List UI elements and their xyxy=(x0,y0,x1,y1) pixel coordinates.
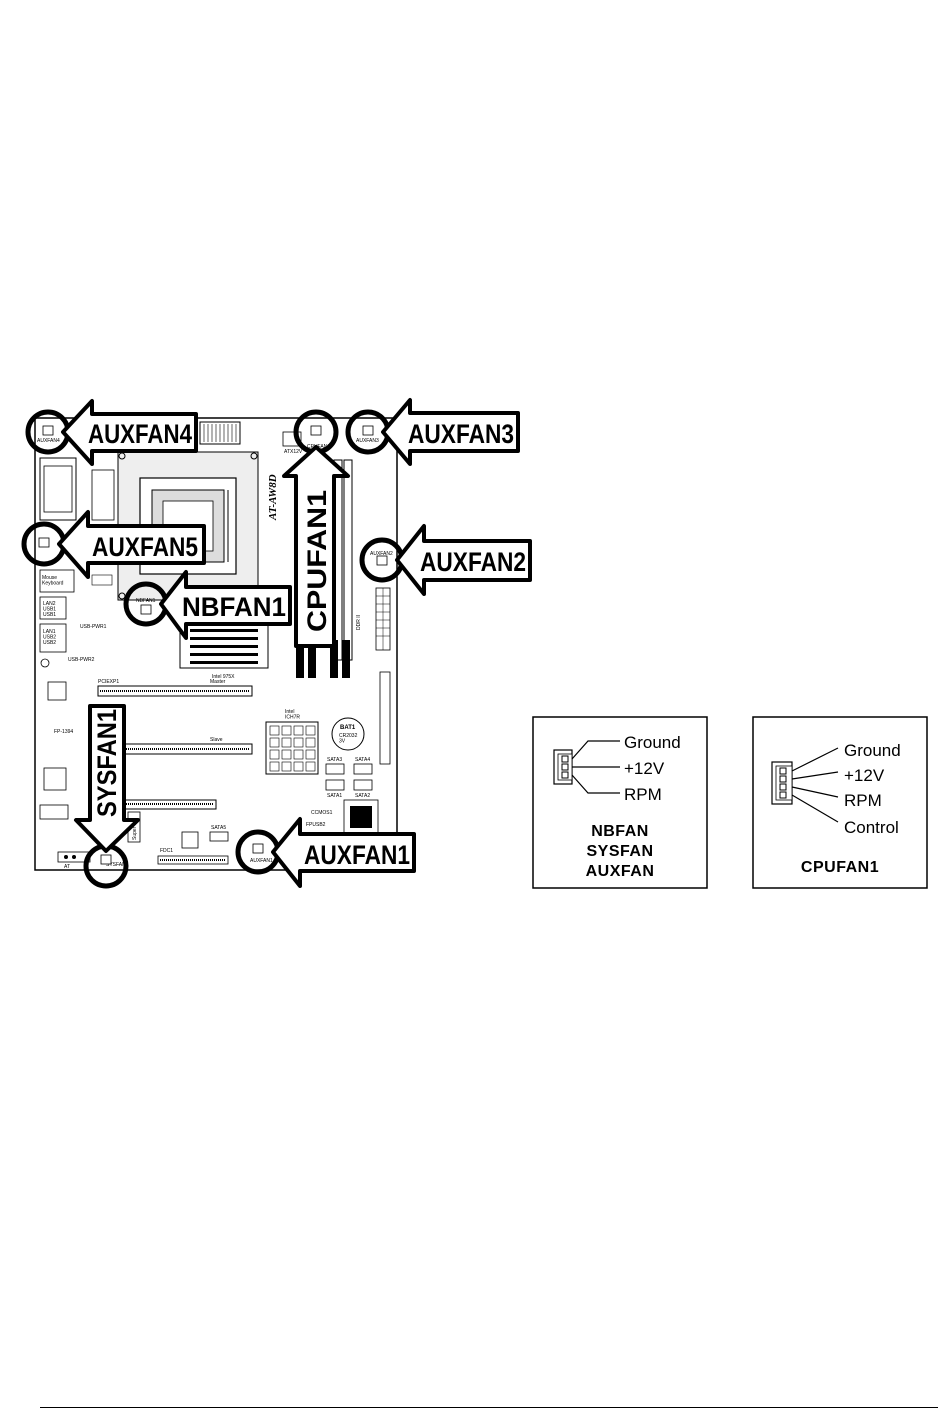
callout-auxfan3: AUXFAN3 xyxy=(381,398,520,466)
label-ddr: DDR II xyxy=(356,615,362,630)
pin-label-ground-1: Ground xyxy=(624,733,681,752)
pin-label-rpm-1: RPM xyxy=(624,785,662,804)
label-bat1: BAT1 xyxy=(340,725,356,731)
label-sata3: SATA3 xyxy=(327,757,342,763)
legend-title-auxfan: AUXFAN xyxy=(586,863,655,880)
callout-auxfan5: AUXFAN5 xyxy=(57,510,206,579)
svg-text:AUXFAN5: AUXFAN5 xyxy=(92,532,198,562)
label-fpusb2: FPUSB2 xyxy=(306,822,326,828)
label-pciexp1: PCIEXP1 xyxy=(98,679,119,685)
dimm-slots xyxy=(296,459,353,678)
callout-nbfan1: NBFAN1 xyxy=(159,570,292,640)
legend-3pin: Ground +12V RPM NBFAN SYSFAN AUXFAN xyxy=(532,716,708,889)
footer-rule xyxy=(40,1407,938,1408)
svg-text:NBFAN1: NBFAN1 xyxy=(182,592,286,622)
svg-text:AUXFAN4: AUXFAN4 xyxy=(88,419,192,449)
svg-text:AUXFAN3: AUXFAN3 xyxy=(408,419,514,449)
label-sata1: SATA1 xyxy=(327,793,342,799)
callout-auxfan4: AUXFAN4 xyxy=(61,399,198,466)
label-sata4: SATA4 xyxy=(355,757,370,763)
label-super-io: Super I/O xyxy=(132,818,138,840)
label-board-auxfan1: AUXFAN1 xyxy=(250,858,273,864)
pin-label-12v-1: +12V xyxy=(624,759,665,778)
label-at: AT xyxy=(64,864,70,870)
svg-text:SYSFAN1: SYSFAN1 xyxy=(92,709,122,817)
label-intel-975x: Intel 975X xyxy=(212,674,235,680)
label-usb-pwr2: USB-PWR2 xyxy=(68,657,95,663)
legend-title-nbfan: NBFAN xyxy=(591,823,649,840)
svg-text:AUXFAN1: AUXFAN1 xyxy=(304,840,410,870)
callout-auxfan2: AUXFAN2 xyxy=(395,524,532,596)
svg-text:CPUFAN1: CPUFAN1 xyxy=(302,490,332,632)
label-fdc1: FDC1 xyxy=(160,848,173,854)
label-usb-pwr1: USB-PWR1 xyxy=(80,624,107,630)
callout-auxfan1: AUXFAN1 xyxy=(271,817,416,888)
label-fp1394: FP-1394 xyxy=(54,729,73,735)
pin-label-ground-2: Ground xyxy=(844,741,901,760)
legend-title-cpufan1: CPUFAN1 xyxy=(801,859,879,876)
label-sata2: SATA2 xyxy=(355,793,370,799)
label-board-model: AT-AW8D xyxy=(267,474,279,521)
label-ccmos1: CCMOS1 xyxy=(311,810,333,816)
svg-text:AUXFAN2: AUXFAN2 xyxy=(420,547,526,577)
label-sata5: SATA5 xyxy=(211,825,226,831)
pin-label-12v-2: +12V xyxy=(844,766,885,785)
label-board-sysfan1: SYSFAN1 xyxy=(106,862,129,868)
pin-label-control: Control xyxy=(844,818,899,837)
pin-label-rpm-2: RPM xyxy=(844,791,882,810)
legend-title-sysfan: SYSFAN xyxy=(586,843,653,860)
callout-sysfan1: SYSFAN1 xyxy=(74,704,140,853)
legend-4pin: Ground +12V RPM Control CPUFAN1 xyxy=(752,716,928,889)
label-board-nbfan1: NBFAN1 xyxy=(136,598,156,604)
label-atx12v: ATX12V xyxy=(284,449,303,455)
label-slave: Slave xyxy=(210,737,223,743)
label-board-auxfan3: AUXFAN3 xyxy=(356,438,379,444)
label-board-auxfan2: AUXFAN2 xyxy=(370,551,393,557)
callout-cpufan1: CPUFAN1 xyxy=(282,445,350,648)
label-board-auxfan4: AUXFAN4 xyxy=(37,438,60,444)
label-master: Master xyxy=(210,679,226,685)
